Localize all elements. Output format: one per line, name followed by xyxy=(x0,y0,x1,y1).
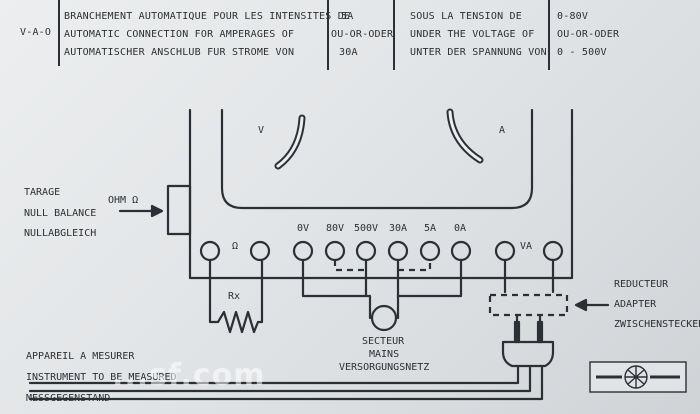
terminal-500v xyxy=(355,240,377,262)
reducteur-line1: REDUCTEUR xyxy=(614,279,669,290)
header-col1-line1: BRANCHEMENT AUTOMATIQUE POUR LES INTENSI… xyxy=(64,11,351,22)
watermark: ...sf.com xyxy=(112,358,266,393)
header-col2-line1: 5A xyxy=(341,11,354,22)
terminal-label-30a: 30A xyxy=(389,223,408,234)
appareil-line3: MESSGEGENSTAND xyxy=(26,393,111,404)
header-col2-line2: OU-OR-ODER xyxy=(331,29,394,40)
terminal-80v xyxy=(324,240,346,262)
mains-wire-a xyxy=(301,258,372,320)
null-balance-knob xyxy=(166,184,192,236)
header-col4-line3: 0 - 500V xyxy=(557,47,607,58)
header-col4-line2: OU-OR-ODER xyxy=(557,29,620,40)
meter-label-a: A xyxy=(499,125,506,136)
terminal-label-80v: 80V xyxy=(326,223,345,234)
terminal-ohm-2 xyxy=(249,240,271,262)
header-divider-4 xyxy=(548,0,550,70)
maker-logo-icon xyxy=(589,361,687,393)
secteur-line1: SECTEUR xyxy=(362,336,405,347)
terminal-label-5a: 5A xyxy=(424,223,437,234)
terminal-0v xyxy=(292,240,314,262)
cable-3 xyxy=(28,364,544,401)
tarage-line1: TARAGE xyxy=(24,187,61,198)
header-divider-2 xyxy=(327,0,329,70)
dashed-link-5a xyxy=(398,260,432,272)
mains-wire-b xyxy=(396,258,463,320)
terminal-30a xyxy=(387,240,409,262)
appareil-line1: APPAREIL A MESURER xyxy=(26,351,135,362)
terminal-va-1 xyxy=(494,240,516,262)
terminal-label-0a: 0A xyxy=(454,223,467,234)
header-col3-line2: UNDER THE VOLTAGE OF xyxy=(410,29,535,40)
cable-2 xyxy=(28,364,532,393)
header-col3-line1: SOUS LA TENSION DE xyxy=(410,11,522,22)
header-col2-line3: 30A xyxy=(339,47,358,58)
header-col1-line2: AUTOMATIC CONNECTION FOR AMPERAGES OF xyxy=(64,29,295,40)
terminal-label-0v: 0V xyxy=(297,223,310,234)
adapter-plug xyxy=(501,340,555,368)
header-code: V-A-O xyxy=(20,27,52,38)
appareil-line2: INSTRUMENT TO BE MEASURED xyxy=(26,372,177,383)
tarage-line2: NULL BALANCE xyxy=(24,208,97,219)
terminal-va-2 xyxy=(542,240,564,262)
dashed-link-80v xyxy=(333,260,366,272)
ohm-label: OHM Ω xyxy=(108,195,139,206)
mains-socket xyxy=(370,304,398,332)
header-divider-3 xyxy=(393,0,395,70)
plug-pin-2 xyxy=(536,320,544,344)
meter-label-v: V xyxy=(258,125,265,136)
terminal-label-500v: 500V xyxy=(354,223,379,234)
ammeter-arc xyxy=(446,108,484,164)
secteur-line2: MAINS xyxy=(369,349,400,360)
rx-label: Rx xyxy=(228,291,241,302)
rx-wire xyxy=(208,258,264,334)
header-col4-line1: 0-80V xyxy=(557,11,589,22)
header-divider-1 xyxy=(58,0,60,66)
terminal-label-ohm: Ω xyxy=(232,241,239,252)
terminal-ohm-1 xyxy=(199,240,221,262)
secteur-line3: VERSORGUNGSNETZ xyxy=(339,362,430,373)
header-col3-line3: UNTER DER SPANNUNG VON xyxy=(410,47,547,58)
terminal-0a xyxy=(450,240,472,262)
plug-pin-1 xyxy=(513,320,521,344)
tarage-line3: NULLABGLEICH xyxy=(24,228,97,239)
terminal-label-va: VA xyxy=(520,241,533,252)
header-col1-line3: AUTOMATISCHER ANSCHLUB FUR STROME VON xyxy=(64,47,295,58)
meter-window xyxy=(220,108,534,210)
terminal-5a xyxy=(419,240,441,262)
adapter-box xyxy=(488,293,569,317)
reducteur-line2: ADAPTER xyxy=(614,299,657,310)
cable-1 xyxy=(28,364,520,385)
reducteur-line3: ZWISCHENSTECKER xyxy=(614,319,700,330)
